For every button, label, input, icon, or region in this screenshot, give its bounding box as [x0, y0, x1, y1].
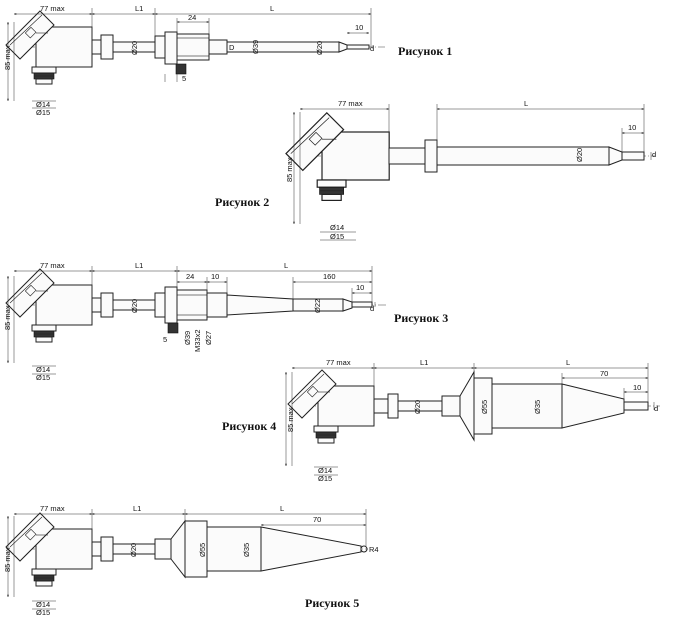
fig1-24: 24 — [188, 13, 196, 22]
fig2-85max: 85 max — [285, 157, 294, 182]
fig5-d14: Ø14 — [36, 600, 50, 609]
fig4-L1: L1 — [420, 358, 428, 367]
fig5-85max: 85 max — [3, 547, 12, 572]
fig3-160: 160 — [323, 272, 336, 281]
fig4-d: d — [654, 404, 658, 413]
fig3-L: L — [284, 261, 288, 270]
fig4-85max: 85 max — [286, 407, 295, 432]
fig4-d15: Ø15 — [318, 474, 332, 483]
fig4-d14: Ø14 — [318, 466, 332, 475]
fig2-d15: Ø15 — [330, 232, 344, 241]
fig5-d55: Ø55 — [198, 543, 207, 557]
figure-4-drawing — [285, 363, 660, 476]
fig4-d35: Ø35 — [533, 400, 542, 414]
fig2-d20: Ø20 — [575, 148, 584, 162]
fig3-85max: 85 max — [3, 305, 12, 330]
fig5-L: L — [280, 504, 284, 513]
fig1-L1: L1 — [135, 4, 143, 13]
fig1-77max: 77 max — [40, 4, 65, 13]
figure-3-drawing — [5, 266, 388, 375]
fig3-d14: Ø14 — [36, 365, 50, 374]
fig1-5: 5 — [182, 74, 186, 83]
figure-5-drawing — [5, 509, 368, 610]
fig3-d39: Ø39 — [183, 331, 192, 345]
fig1-d: d — [370, 44, 374, 53]
fig5-r4: R4 — [369, 545, 379, 554]
fig1-L: L — [270, 4, 274, 13]
fig5-70: 70 — [313, 515, 321, 524]
fig2-d14: Ø14 — [330, 223, 344, 232]
fig3-d: d — [370, 304, 374, 313]
fig1-d20a: Ø20 — [130, 41, 139, 55]
fig3-24: 24 — [186, 272, 194, 281]
figure-1-drawing — [5, 8, 385, 109]
fig5-d15: Ø15 — [36, 608, 50, 617]
fig1-d39: Ø39 — [251, 40, 260, 54]
figure-2-drawing — [285, 104, 655, 241]
fig3-m33: M33x2 — [193, 329, 202, 352]
fig5-L1: L1 — [133, 504, 141, 513]
figure-1-caption: Рисунок 1 — [398, 44, 453, 58]
fig1-d20b: Ø20 — [315, 41, 324, 55]
fig5-d20: Ø20 — [129, 543, 138, 557]
fig3-5: 5 — [163, 335, 167, 344]
fig1-D: D — [229, 43, 235, 52]
fig4-10: 10 — [633, 383, 641, 392]
figure-2-caption: Рисунок 2 — [215, 195, 270, 209]
fig4-d55: Ø55 — [480, 400, 489, 414]
fig2-L: L — [524, 99, 528, 108]
fig3-10b: 10 — [356, 283, 364, 292]
fig2-d: d — [652, 150, 656, 159]
fig3-L1: L1 — [135, 261, 143, 270]
fig5-77max: 77 max — [40, 504, 65, 513]
fig4-77max: 77 max — [326, 358, 351, 367]
fig1-10: 10 — [355, 23, 363, 32]
fig3-77max: 77 max — [40, 261, 65, 270]
fig3-d22: Ø22 — [313, 299, 322, 313]
figure-4-caption: Рисунок 4 — [222, 419, 277, 433]
figure-3-caption: Рисунок 3 — [394, 311, 449, 325]
fig4-d20: Ø20 — [413, 400, 422, 414]
fig4-70: 70 — [600, 369, 608, 378]
fig4-L: L — [566, 358, 570, 367]
fig3-d27: Ø27 — [204, 331, 213, 345]
fig2-77max: 77 max — [338, 99, 363, 108]
fig3-10: 10 — [211, 272, 219, 281]
fig1-d15: Ø15 — [36, 108, 50, 117]
fig3-d15: Ø15 — [36, 373, 50, 382]
figure-5-caption: Рисунок 5 — [305, 596, 360, 610]
fig1-85max: 85 max — [3, 45, 12, 70]
fig1-d14: Ø14 — [36, 100, 50, 109]
fig5-d35: Ø35 — [242, 543, 251, 557]
fig3-d20: Ø20 — [130, 299, 139, 313]
fig2-10: 10 — [628, 123, 636, 132]
